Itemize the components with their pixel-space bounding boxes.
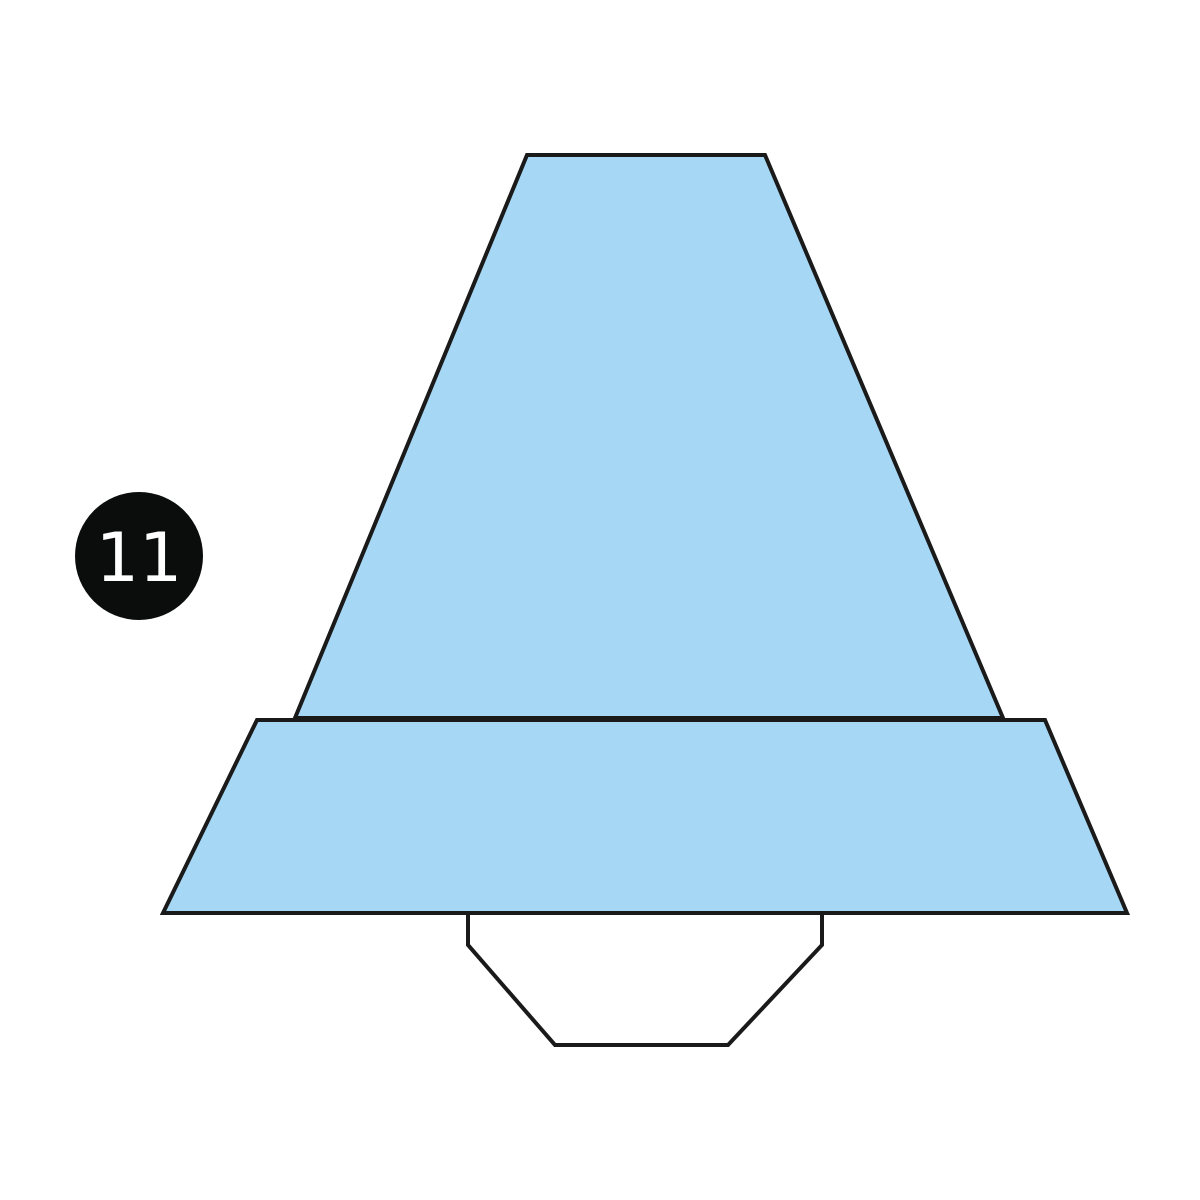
lamp-shade-top xyxy=(292,153,1007,720)
step-number: 11 xyxy=(96,519,183,598)
step-badge-circle xyxy=(75,492,203,620)
lamp-bulb-base xyxy=(466,911,824,1047)
lamp-shade-band xyxy=(159,718,1131,915)
step-badge: 11 xyxy=(75,492,203,620)
